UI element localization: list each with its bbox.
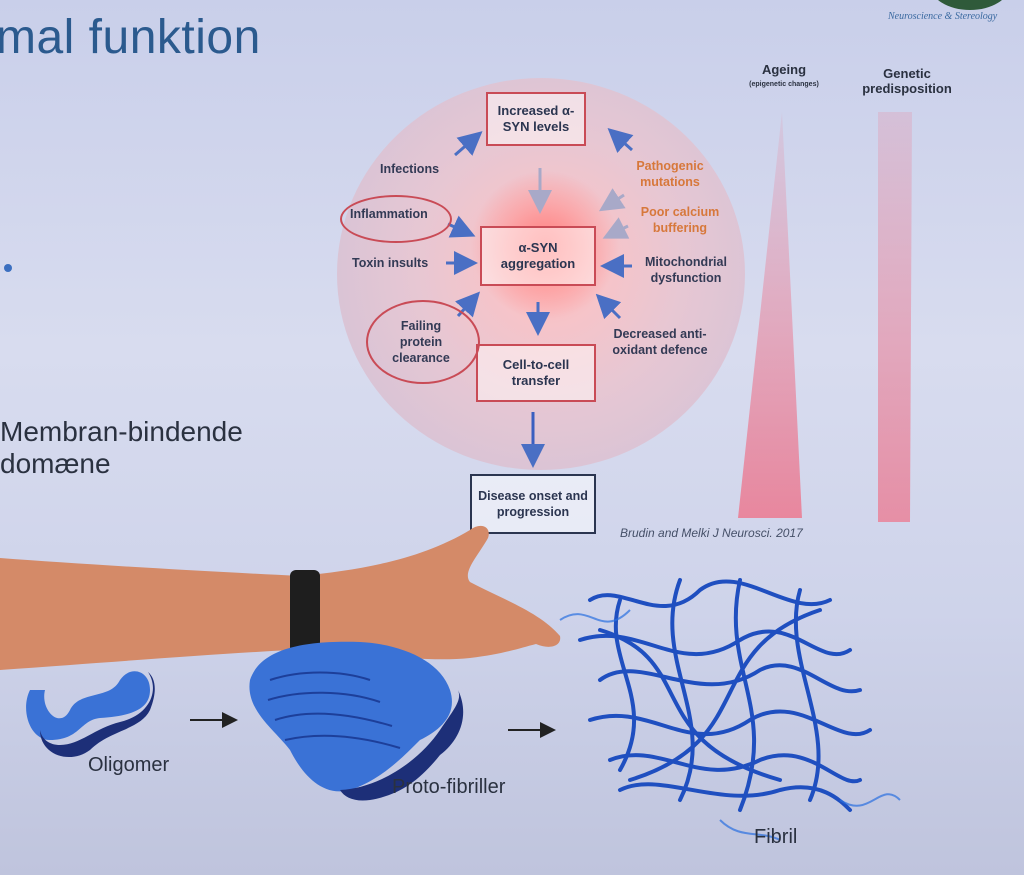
ageing-label: Ageing (epigenetic changes) [724, 62, 844, 92]
arrow-infections [454, 131, 483, 157]
logo-text: Neuroscience & Stereology [888, 11, 998, 22]
logo [930, 0, 1010, 10]
ageing-title: Ageing [761, 62, 807, 77]
ageing-wedge [738, 112, 802, 518]
oligomer-shape [26, 671, 155, 758]
wristband [290, 570, 320, 656]
increased-levels-box: Increased α-SYN levels [486, 92, 586, 146]
membrane-illustration [4, 264, 12, 272]
slide-title: mal funktion [0, 11, 261, 64]
factor-toxin: Toxin insults [352, 256, 429, 270]
genetic-label: Genetic predisposition [862, 66, 952, 96]
arrow-poor-calcium [602, 217, 630, 239]
membrane-label: Membran-bindende domæne [0, 416, 243, 480]
protofibril-shape [249, 641, 464, 801]
factor-inflammation: Inflammation [350, 207, 428, 221]
risk-wedges [738, 112, 912, 522]
factor-calcium: Poor calcium buffering [640, 205, 720, 235]
ageing-subtitle: (epigenetic changes) [749, 81, 819, 88]
aggregation-box: α-SYN aggregation [480, 226, 596, 286]
fibril-label: Fibril [754, 826, 798, 848]
membrane-label-line2: domæne [0, 448, 111, 479]
fibril-shape [578, 578, 872, 812]
failing-clearance-highlight [366, 300, 480, 384]
arrow-antioxidant [595, 293, 622, 320]
aggregation-stages [26, 578, 901, 841]
inflammation-highlight [340, 195, 452, 243]
factor-failing-clearance: Failing protein clearance [392, 319, 450, 365]
factor-mitochondrial: Mitochondrial dysfunction [645, 255, 727, 285]
citation: Brudin and Melki J Neurosci. 2017 [620, 526, 803, 540]
membrane-label-line1: Membran-bindende [0, 416, 243, 447]
arrow-inflammation [447, 215, 476, 238]
genetic-bar [878, 112, 912, 522]
factor-pathogenic: Pathogenic mutations [636, 159, 704, 189]
oligomer-label: Oligomer [88, 754, 170, 776]
protofibril-label: Proto-fibriller [392, 776, 506, 798]
cell-transfer-box: Cell-to-cell transfer [476, 344, 596, 402]
disease-onset-box: Disease onset and progression [470, 474, 596, 534]
arrow-calcium [598, 188, 626, 212]
presenter-arm [0, 525, 561, 670]
factor-infections: Infections [380, 162, 440, 176]
arrow-pathogenic [607, 127, 634, 153]
factor-antioxidant: Decreased anti-oxidant defence [612, 327, 708, 357]
